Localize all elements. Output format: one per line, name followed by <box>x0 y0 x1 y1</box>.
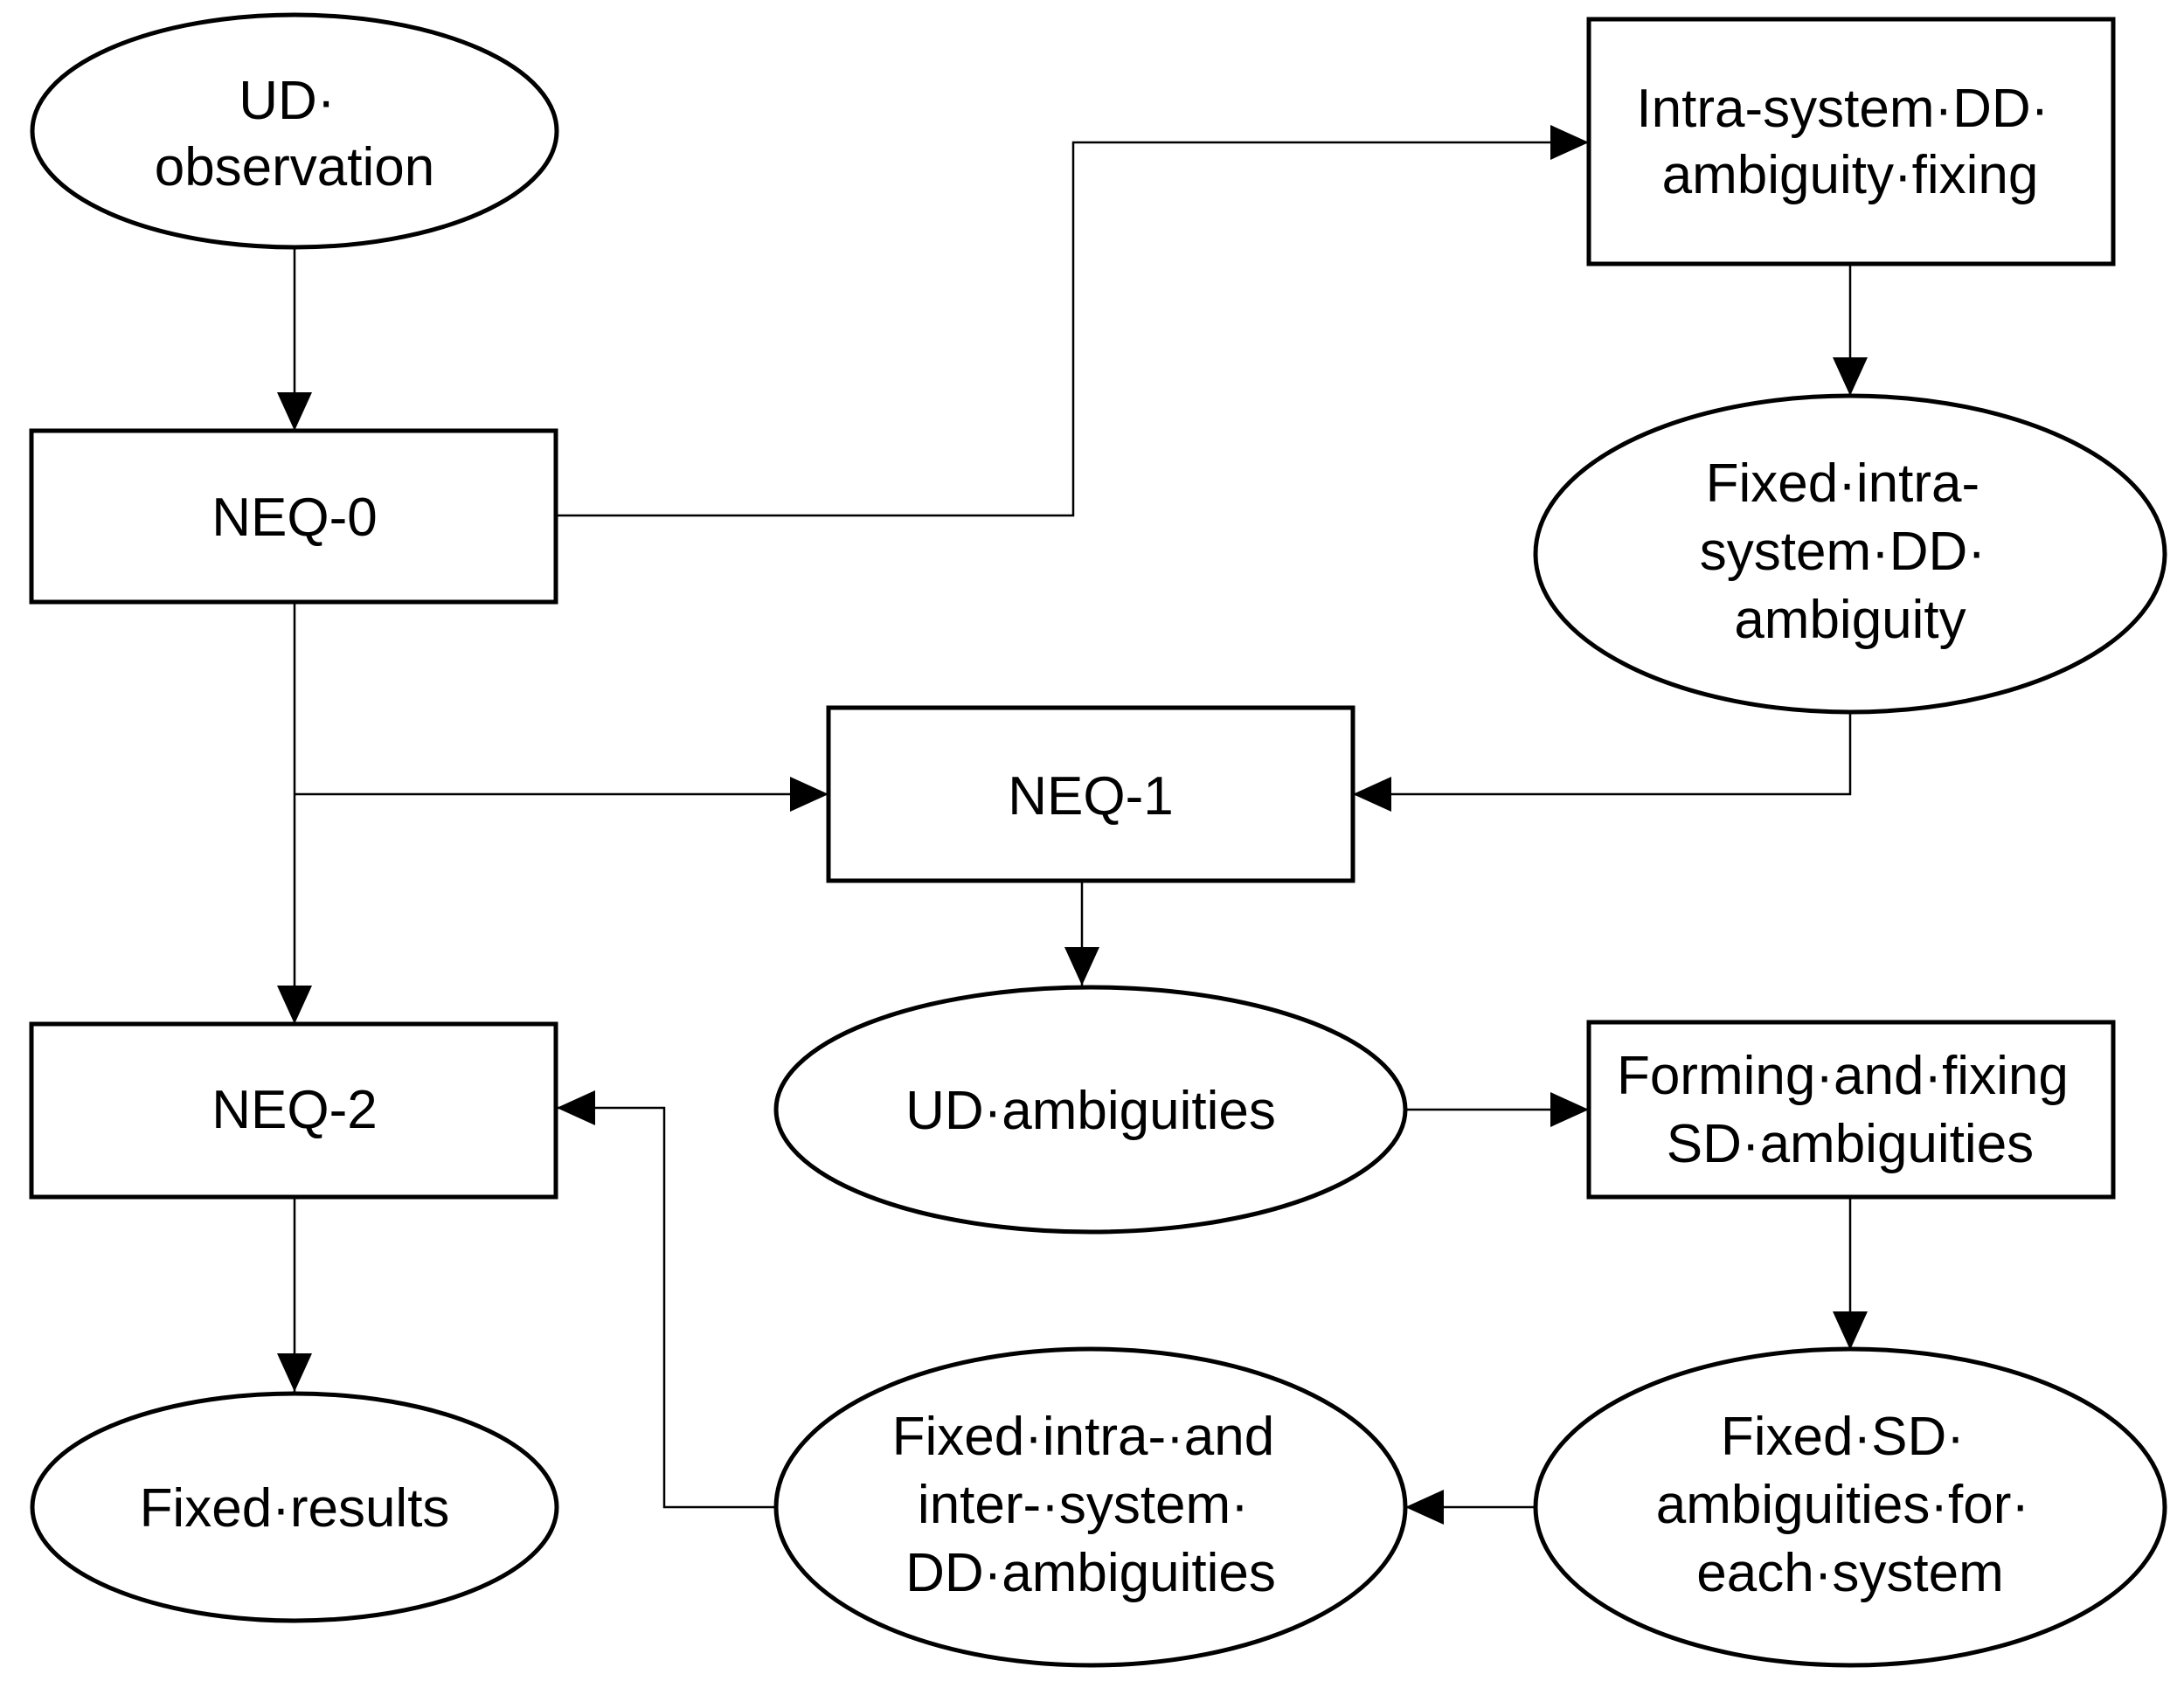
node-neq1: NEQ-1 <box>826 705 1355 883</box>
connectors <box>277 125 1868 1525</box>
edge-fixed-intra-inter-to-neq2 <box>557 1090 776 1509</box>
node-forming-fixing-sd-label: Forming·and·fixing SD·ambiguities <box>1617 1046 2083 1174</box>
node-ud-observation: UD· observation <box>30 12 559 250</box>
node-fixed-intra-inter-label: Fixed·intra-·and inter-·system· DD·ambig… <box>892 1407 1290 1603</box>
node-ud-ambiguities: UD·ambiguities <box>773 985 1408 1235</box>
node-fixed-results-label: Fixed·results <box>140 1478 450 1539</box>
node-fixed-results: Fixed·results <box>30 1391 559 1623</box>
node-fixed-intra-system-dd-ambiguity: Fixed·intra- system·DD· ambiguity <box>1533 393 2167 715</box>
node-neq1-label: NEQ-1 <box>1008 766 1173 827</box>
node-ud-observation-label: UD· observation <box>155 71 435 197</box>
node-fixed-intra-inter: Fixed·intra-·and inter-·system· DD·ambig… <box>773 1346 1408 1668</box>
node-neq0: NEQ-0 <box>29 428 558 605</box>
node-fixed-sd-each-system: Fixed·SD· ambiguities·for· each·system <box>1533 1346 2167 1668</box>
node-forming-fixing-sd: Forming·and·fixing SD·ambiguities <box>1586 1020 2116 1200</box>
node-ud-ambiguities-label: UD·ambiguities <box>905 1081 1276 1141</box>
node-neq0-label: NEQ-0 <box>211 488 377 548</box>
node-fixed-sd-each-label: Fixed·SD· ambiguities·for· each·system <box>1656 1407 2044 1603</box>
node-intra-system-fixing-label: Intra-system·DD· ambiguity·fixing <box>1636 79 2063 205</box>
edge-neq0-to-intra-system-fixing <box>558 125 1589 517</box>
node-neq2-label: NEQ-2 <box>211 1080 377 1140</box>
node-neq2: NEQ-2 <box>29 1021 558 1200</box>
node-fixed-intra-label: Fixed·intra- system·DD· ambiguity <box>1700 453 2000 650</box>
node-intra-system-fixing: Intra-system·DD· ambiguity·fixing <box>1586 17 2116 266</box>
edge-fixed-intra-to-neq1 <box>1353 712 1852 812</box>
